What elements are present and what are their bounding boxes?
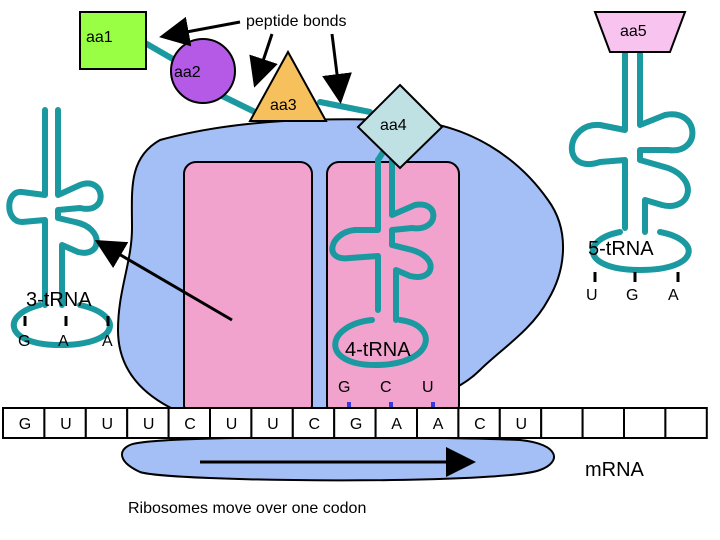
- mrna-cell: [209, 407, 253, 439]
- mrna-cell: [540, 407, 584, 439]
- mrna-base: U: [267, 416, 279, 433]
- mrna-base: G: [19, 416, 31, 433]
- trna-4-base-2: C: [380, 379, 392, 396]
- mrna-cell: [333, 407, 377, 439]
- aa1-label: aa1: [86, 29, 113, 46]
- mrna-cell: [291, 407, 336, 439]
- mrna-cell: [84, 407, 129, 439]
- trna-5-base-3: A: [668, 287, 679, 304]
- aa1-shape: [79, 11, 147, 70]
- arrow-to-bond-1: [249, 33, 278, 88]
- ribosome-small-subunit: [121, 436, 555, 482]
- aa5-shape: [593, 11, 687, 53]
- trna-3-base-3: A: [102, 333, 113, 350]
- mrna-base: U: [60, 416, 72, 433]
- peptide-bonds-label: peptide bonds: [246, 13, 347, 30]
- trna-3-base-1: G: [18, 333, 30, 350]
- mrna-base: U: [143, 416, 155, 433]
- mrna-base: U: [102, 416, 114, 433]
- trna-5: [568, 47, 696, 273]
- mrna-base: U: [516, 416, 528, 433]
- mrna-cell: [250, 407, 294, 439]
- mrna-base: A: [433, 416, 444, 433]
- trna-5-ticks: [593, 272, 680, 282]
- aa2-label: aa2: [174, 64, 201, 81]
- trna-5-label: 5-tRNA: [588, 238, 654, 260]
- mrna-label: mRNA: [585, 459, 645, 481]
- mrna-cell: [664, 407, 708, 439]
- trna-3-label: 3-tRNA: [26, 289, 92, 311]
- arrow-to-aa1: [159, 16, 241, 47]
- trna-exit-arrow: [94, 239, 233, 322]
- trna-3-ticks: [23, 316, 110, 326]
- mrna-cell: [623, 407, 667, 439]
- aa4-label: aa4: [380, 117, 407, 134]
- caption: Ribosomes move over one codon: [128, 500, 366, 517]
- mrna-cell: [457, 407, 501, 439]
- trna-4: [329, 157, 437, 368]
- trna-5-base-1: U: [586, 287, 598, 304]
- aa3-label: aa3: [270, 97, 297, 114]
- mrna-cell: [581, 407, 625, 439]
- trna-4-base-1: G: [338, 379, 350, 396]
- trna-4-base-3: U: [422, 379, 434, 396]
- mrna-base: C: [184, 416, 196, 433]
- p-site: [183, 161, 313, 418]
- trna-5-base-2: G: [626, 287, 638, 304]
- mrna-base: G: [350, 416, 362, 433]
- mrna-cell: [416, 407, 460, 439]
- aa2-shape: [170, 38, 236, 104]
- arrow-to-bond-2: [322, 33, 352, 104]
- mrna-base: A: [391, 416, 402, 433]
- aa4-shape: [356, 83, 444, 170]
- mrna-base: C: [474, 416, 486, 433]
- mrna-base: C: [309, 416, 321, 433]
- aa5-label: aa5: [620, 23, 647, 40]
- trna-4-label: 4-tRNA: [345, 339, 411, 361]
- mrna-cell: [498, 407, 543, 439]
- mrna-base: U: [226, 416, 238, 433]
- trna-3-base-2: A: [58, 333, 69, 350]
